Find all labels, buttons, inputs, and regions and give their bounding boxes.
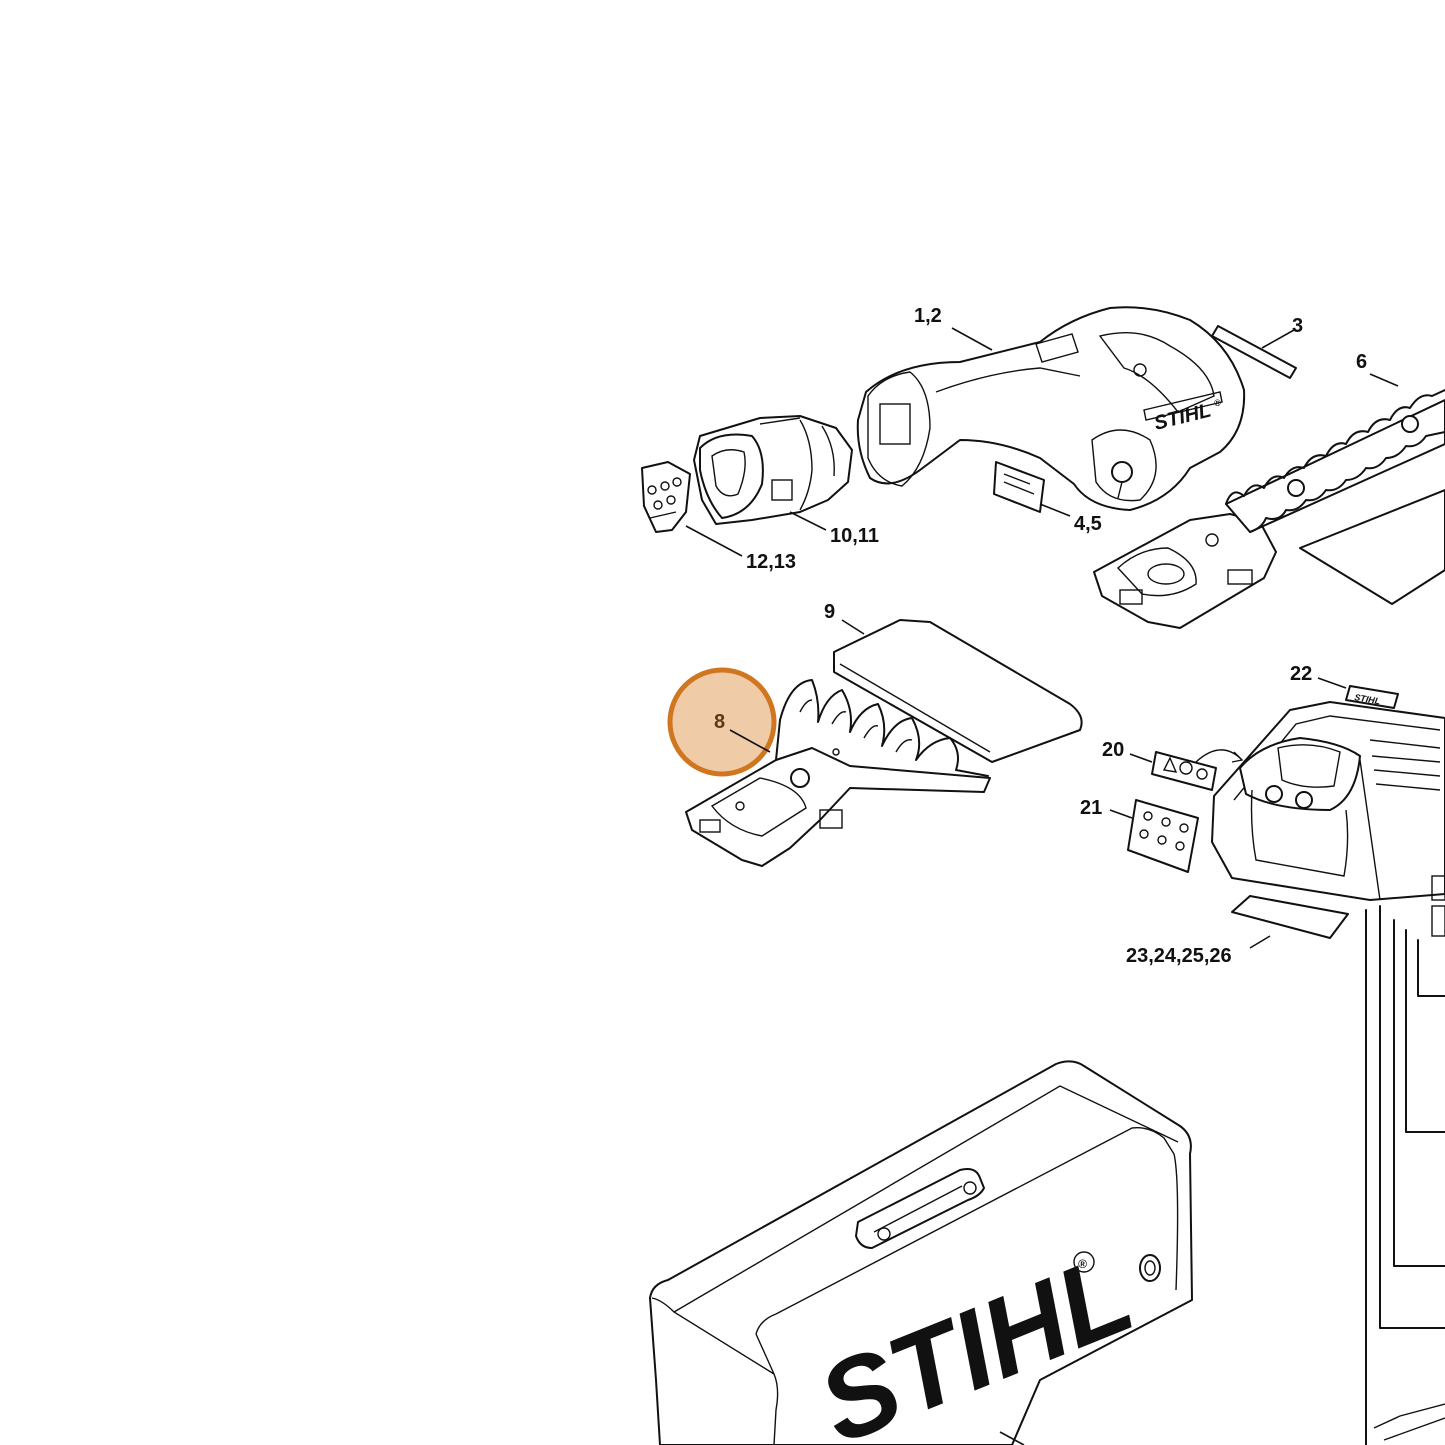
warning-sticker-icon[interactable] <box>1151 749 1244 791</box>
decal-strip-icon[interactable] <box>1211 325 1297 379</box>
group-bracket-lines <box>1365 905 1445 1445</box>
label-10-11[interactable]: 10,11 <box>830 525 879 547</box>
case-brand-reg-mark: ® <box>1078 1257 1087 1271</box>
label-21[interactable]: 21 <box>1080 797 1102 819</box>
tool-brand-reg-mark: ® <box>1214 398 1221 408</box>
rating-plate-icon[interactable] <box>993 461 1045 513</box>
label-1-2[interactable]: 1,2 <box>914 305 942 327</box>
label-22[interactable]: 22 <box>1290 663 1312 685</box>
shrub-blade-icon[interactable] <box>685 679 991 867</box>
brand-decal-icon[interactable] <box>1345 685 1399 709</box>
blade-guard-icon[interactable] <box>833 619 1083 763</box>
battery-icon[interactable] <box>693 415 853 525</box>
warning-decal-icon[interactable] <box>641 461 691 533</box>
label-20[interactable]: 20 <box>1102 739 1124 761</box>
label-6[interactable]: 6 <box>1356 351 1367 373</box>
highlight-marker-8[interactable]: 8 <box>667 667 777 777</box>
label-8[interactable]: 8 <box>714 711 725 733</box>
case-reg-mark: ® <box>1073 1251 1095 1273</box>
label-23-26[interactable]: 23,24,25,26 <box>1126 945 1232 967</box>
label-4-5[interactable]: 4,5 <box>1074 513 1102 535</box>
motor-unit-icon[interactable] <box>856 306 1246 511</box>
label-9[interactable]: 9 <box>824 601 835 623</box>
decal-brand-logo: STIHL <box>1354 692 1381 706</box>
carry-case-icon[interactable] <box>649 1060 1193 1445</box>
hedge-blade-icon[interactable] <box>1093 373 1445 629</box>
info-sticker-icon[interactable] <box>1127 799 1199 873</box>
label-12-13[interactable]: 12,13 <box>746 551 796 573</box>
charger-label-plate-icon[interactable] <box>1231 895 1349 939</box>
charger-icon[interactable] <box>1211 701 1445 937</box>
label-3[interactable]: 3 <box>1292 315 1303 337</box>
